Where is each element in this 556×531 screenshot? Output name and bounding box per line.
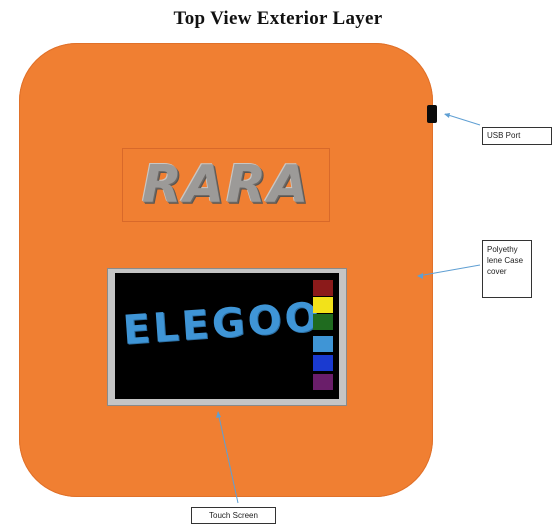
logo-box: RARA	[122, 148, 330, 222]
usb-port	[427, 105, 437, 123]
color-swatch-2	[313, 297, 333, 313]
color-swatch-6	[313, 374, 333, 390]
usb-port-label: USB Port	[482, 127, 552, 145]
leader-usb-head	[444, 113, 450, 118]
case-cover-label: Polyethy lene Case cover	[482, 240, 532, 298]
color-swatch-4	[313, 336, 333, 352]
touch-screen-display: ELEGOO	[115, 273, 339, 399]
leader-usb	[444, 113, 481, 126]
logo-text: RARA	[141, 155, 311, 215]
diagram-title: Top View Exterior Layer	[173, 8, 383, 29]
screen-brand-text: ELEGOO	[121, 294, 324, 354]
color-swatch-3	[313, 314, 333, 330]
color-swatch-1	[313, 280, 333, 296]
color-swatch-5	[313, 355, 333, 371]
touch-screen-label: Touch Screen	[191, 507, 276, 524]
touch-screen-frame: ELEGOO	[107, 268, 347, 406]
